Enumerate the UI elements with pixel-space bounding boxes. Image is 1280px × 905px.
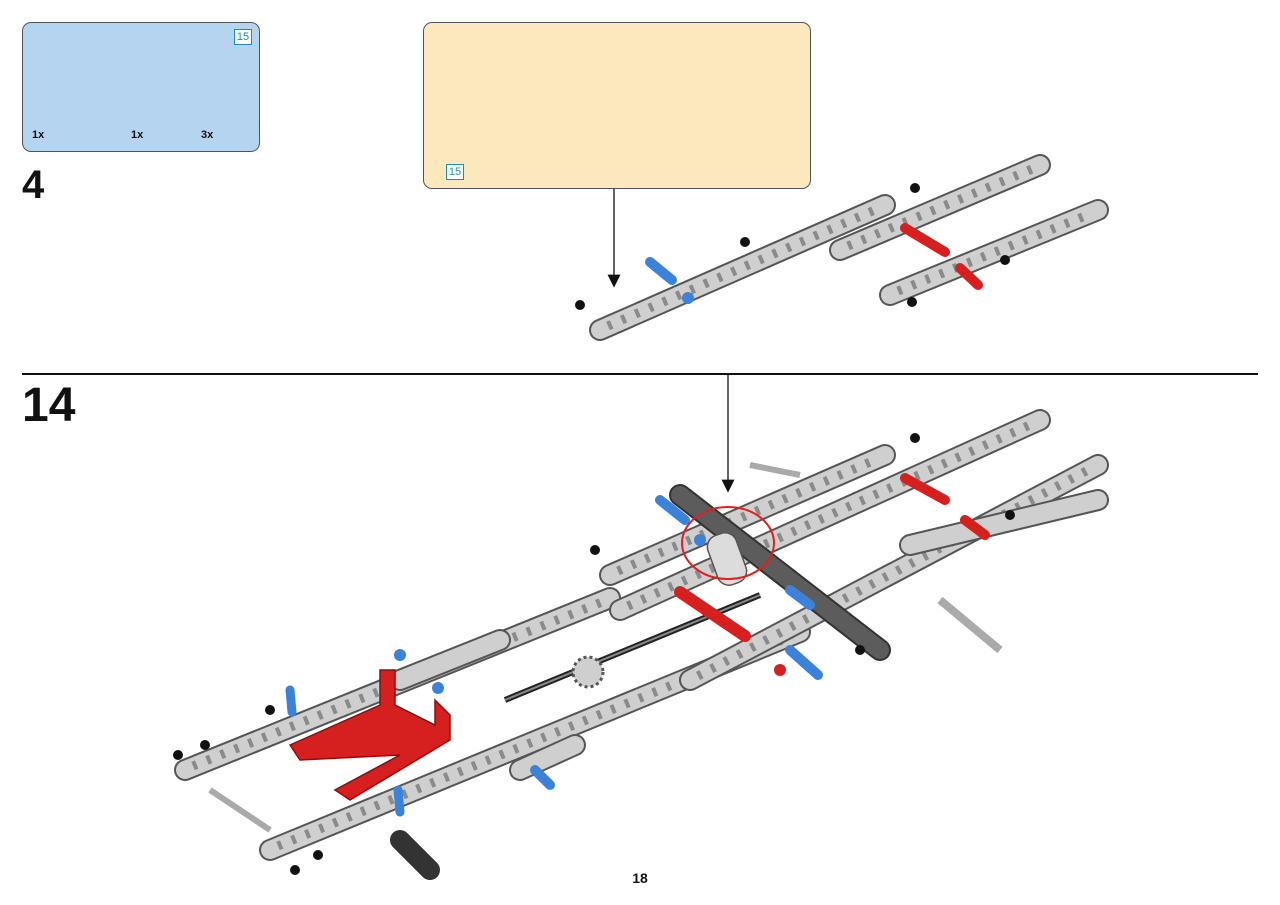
parts-length-badge: 15 — [234, 29, 252, 45]
chassis-assembly — [173, 409, 1109, 880]
parts-qty-blue-pin: 1x — [131, 129, 144, 141]
page-number: 18 — [632, 870, 648, 886]
subassembly-box: 15 — [423, 22, 811, 189]
subassembly-length-badge: 15 — [446, 164, 464, 180]
parts-list-box: 15 1x 1x 3x — [22, 22, 260, 152]
previous-step-number: 4 — [22, 163, 45, 207]
callout-highlight-circle — [681, 506, 775, 580]
step-divider — [22, 373, 1258, 375]
upper-beam-assembly — [575, 154, 1109, 341]
current-step-number: 14 — [22, 379, 76, 432]
parts-qty-beam: 1x — [32, 129, 45, 141]
parts-qty-black-pin: 3x — [201, 129, 214, 141]
